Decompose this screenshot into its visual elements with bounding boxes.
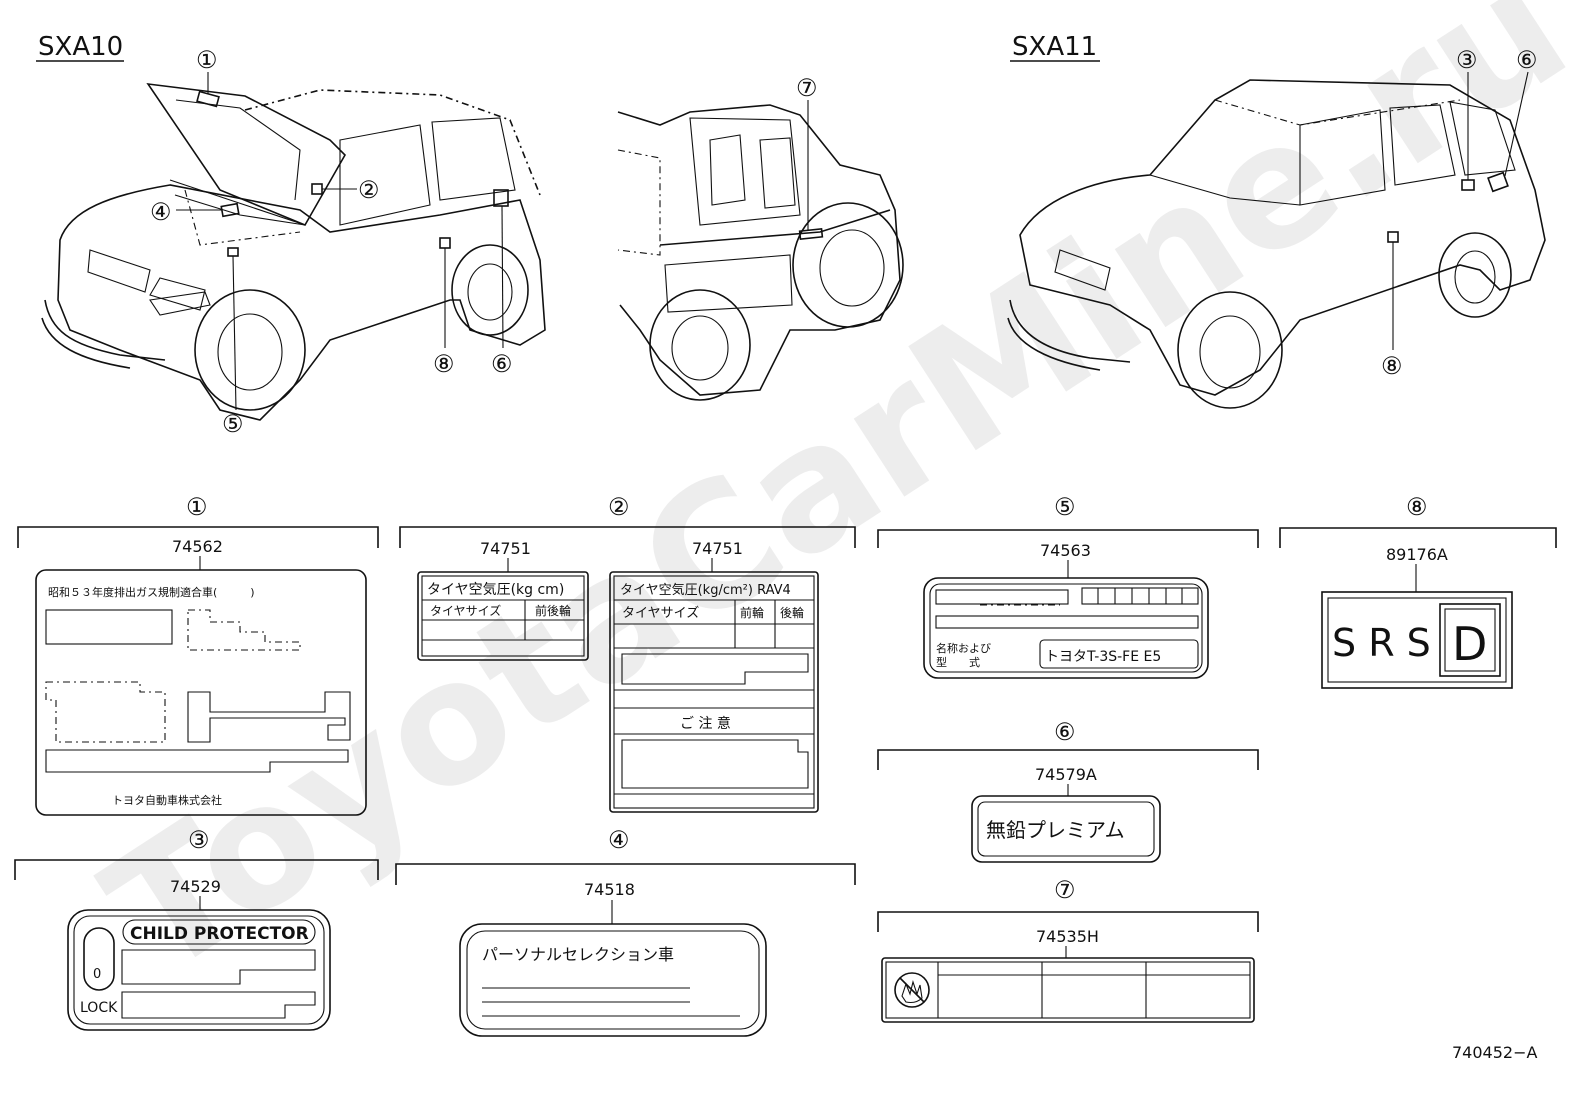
label-74518: パーソナルセレクション車 [459, 923, 767, 1037]
vehicle-sxa10-front [41, 72, 546, 421]
callout-5-vehicle-left: ⑤ [222, 410, 244, 438]
label-74751-b-title: タイヤ空気圧(kg/cm²) RAV4 [620, 582, 791, 598]
label-74751-a-col2: 前後輪 [535, 603, 571, 618]
label-group-4: ④ 74518 パーソナルセレクション車 [395, 826, 856, 1037]
figure-id: 740452−A [1452, 1043, 1537, 1062]
label-group-8-callout: ⑧ [1406, 493, 1428, 521]
label-74563-engine: トヨタT-3S-FE E5 [1045, 649, 1161, 665]
model-label-sxa11: SXA11 [1010, 32, 1100, 62]
label-74751-b-caution: ご 注 意 [680, 715, 731, 732]
label-group-3: ③ 74529 CHILD PROTECTOR 0 LOCK [14, 826, 379, 1031]
label-89176a: S R S D [1321, 591, 1513, 689]
part-number-74518: 74518 [584, 880, 635, 899]
label-74529-title: CHILD PROTECTOR [130, 924, 309, 944]
label-74562 [35, 569, 367, 816]
model-label-sxa10: SXA10 [36, 32, 124, 62]
callout-8-vehicle-right: ⑧ [1381, 352, 1403, 380]
part-number-74562: 74562 [172, 537, 223, 556]
callout-6-vehicle-left: ⑥ [491, 350, 513, 378]
callout-7-vehicle-rear: ⑦ [796, 74, 818, 102]
label-group-1-callout: ① [186, 493, 208, 521]
model-label-sxa10-text: SXA10 [38, 32, 123, 62]
model-label-sxa11-text: SXA11 [1012, 32, 1097, 62]
label-group-4-callout: ④ [608, 826, 630, 854]
no-hand-icon [894, 972, 930, 1008]
lock-switch-shape [83, 927, 115, 991]
label-89176a-letters: S R S [1332, 621, 1431, 665]
label-group-2-callout: ② [608, 493, 630, 521]
label-74562-header: 昭和５３年度排出ガス規制適合車( ) [48, 585, 255, 599]
label-74751-b-col2: 前輪 [740, 605, 764, 620]
vehicle-sxa11-front [1007, 71, 1546, 409]
label-group-3-callout: ③ [188, 826, 210, 854]
part-number-74529: 74529 [170, 877, 221, 896]
label-74563-name-label: 名称および [936, 641, 991, 655]
label-group-5: ⑤ 74563 名称および 型 式 トヨタT-3S-FE E5 [877, 493, 1259, 679]
label-group-8: ⑧ 89176A S R S D [1279, 493, 1557, 689]
part-number-74751-a: 74751 [480, 539, 531, 558]
label-group-6: ⑥ 74579A 無鉛プレミアム [877, 718, 1259, 863]
label-74751-b-col1: タイヤサイズ [622, 605, 699, 621]
callout-4-vehicle-left: ④ [150, 198, 172, 226]
label-74535h [881, 957, 1255, 1023]
label-74563-model-label: 型 式 [936, 655, 980, 669]
label-89176a-mark: D [1452, 617, 1487, 671]
label-74751-a-col1: タイヤサイズ [430, 603, 501, 618]
callout-6-vehicle-right: ⑥ [1516, 46, 1538, 74]
part-number-74563: 74563 [1040, 541, 1091, 560]
label-group-6-callout: ⑥ [1054, 718, 1076, 746]
label-74518-title: パーソナルセレクション車 [482, 945, 674, 964]
part-number-74535h: 74535H [1036, 927, 1099, 946]
part-number-89176a: 89176A [1386, 545, 1448, 564]
vehicle-rear-view [617, 100, 904, 401]
callout-2-vehicle-left: ② [358, 176, 380, 204]
label-group-5-callout: ⑤ [1054, 493, 1076, 521]
label-74579a: 無鉛プレミアム [971, 795, 1161, 863]
label-74751-b-col3: 後輪 [780, 605, 804, 620]
label-group-7: ⑦ 74535H [877, 876, 1259, 1023]
label-74529-lock-mark: 0 [93, 967, 101, 982]
label-group-2: ② 74751 タイヤ空気圧(kg cm) タイヤサイズ 前後輪 74751 タ… [399, 493, 856, 813]
label-74751-a-title: タイヤ空気圧(kg cm) [427, 582, 564, 598]
label-74529: CHILD PROTECTOR 0 LOCK [67, 909, 331, 1031]
label-group-7-callout: ⑦ [1054, 876, 1076, 904]
callout-1-vehicle-left: ① [196, 46, 218, 74]
label-74579a-title: 無鉛プレミアム [986, 818, 1125, 842]
label-74562-footer: トヨタ自動車株式会社 [112, 793, 222, 807]
part-number-74579a: 74579A [1035, 765, 1097, 784]
label-74563: 名称および 型 式 トヨタT-3S-FE E5 [923, 577, 1209, 679]
part-number-74751-b: 74751 [692, 539, 743, 558]
label-group-1: ① 74562 昭和５３年度排出ガス規制適合車( ) トヨタ自動車株式会社 [17, 493, 379, 816]
watermark: ToyotaCarMine.ru [74, 0, 1592, 1014]
label-74751-a: タイヤ空気圧(kg cm) タイヤサイズ 前後輪 [417, 571, 589, 661]
label-74529-lock-text: LOCK [80, 1000, 118, 1016]
label-74751-b: タイヤ空気圧(kg/cm²) RAV4 タイヤサイズ 前輪 後輪 ご 注 意 [609, 571, 819, 813]
callout-8-vehicle-left: ⑧ [433, 350, 455, 378]
callout-3-vehicle-right: ③ [1456, 46, 1478, 74]
